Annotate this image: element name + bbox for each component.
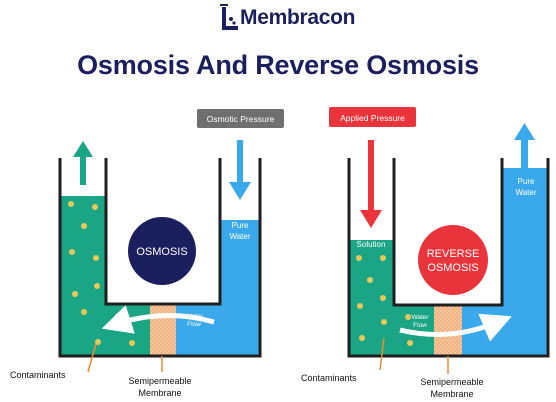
- page-title: Osmosis And Reverse Osmosis: [77, 50, 479, 80]
- osmosis-flow-arrow: [101, 305, 215, 334]
- reverse-flow-label-2: Flow: [413, 322, 427, 329]
- osmosis-bottom-solution: [106, 304, 150, 356]
- osmosis-flow-label-2: Flow: [187, 321, 201, 328]
- osmosis-contaminants-label: Contaminants: [10, 370, 66, 380]
- osmosis-contaminants-leader: [87, 343, 97, 373]
- osmosis-water-label: Pure: [232, 221, 249, 230]
- osmosis-water-fill: [220, 220, 260, 356]
- osmotic-pressure-box: [197, 109, 284, 128]
- osmosis-solution-label: Solution: [69, 185, 98, 194]
- applied-pressure-box: [329, 107, 416, 127]
- reverse-membrane-label: Semipermeable: [420, 377, 483, 387]
- membracon-logo-icon: [220, 4, 238, 30]
- osmosis-membrane-label: Semipermeable: [128, 376, 191, 386]
- reverse-flow-arrow: [399, 313, 512, 342]
- osmosis-panel: Solution Pure Water Osmotic Pressure OSM…: [10, 109, 284, 398]
- arrow-down-icon: [229, 140, 251, 200]
- reverse-particles: [356, 255, 413, 346]
- osmosis-flow-label: Water: [185, 313, 203, 320]
- reverse-badge-label-2: OSMOSIS: [427, 262, 478, 274]
- reverse-contaminants-leader: [379, 337, 385, 371]
- reverse-osmosis-badge: [418, 225, 488, 295]
- reverse-solution-fill: [349, 240, 394, 356]
- reverse-water-label: Pure: [518, 177, 535, 186]
- reverse-water-label-2: Water: [515, 188, 536, 197]
- osmosis-tank-outline: [58, 158, 262, 358]
- reverse-contaminants-label: Contaminants: [301, 373, 357, 383]
- arrow-up-icon: [514, 123, 535, 172]
- osmosis-badge: [128, 217, 196, 285]
- arrow-down-icon: [360, 140, 382, 228]
- osmosis-solution-fill: [60, 196, 106, 356]
- brand-name: Membracon: [240, 6, 356, 29]
- osmosis-water-label-2: Water: [229, 232, 250, 241]
- osmosis-bottom-water: [176, 304, 220, 356]
- reverse-flow-label: Water: [411, 314, 429, 321]
- reverse-osmosis-panel: Solution Pure Water Applied Pressure REV…: [301, 107, 550, 399]
- osmosis-badge-label: OSMOSIS: [136, 246, 187, 258]
- applied-pressure-label: Applied Pressure: [340, 113, 405, 123]
- osmotic-pressure-label: Osmotic Pressure: [207, 114, 275, 124]
- osmosis-membrane-label-2: Membrane: [138, 388, 181, 398]
- arrow-up-icon: [73, 141, 93, 185]
- osmosis-membrane: [150, 304, 176, 356]
- reverse-solution-label: Solution: [357, 240, 386, 249]
- reverse-membrane-label-2: Membrane: [430, 389, 473, 399]
- reverse-membrane: [434, 305, 462, 356]
- reverse-badge-label: REVERSE: [427, 248, 480, 260]
